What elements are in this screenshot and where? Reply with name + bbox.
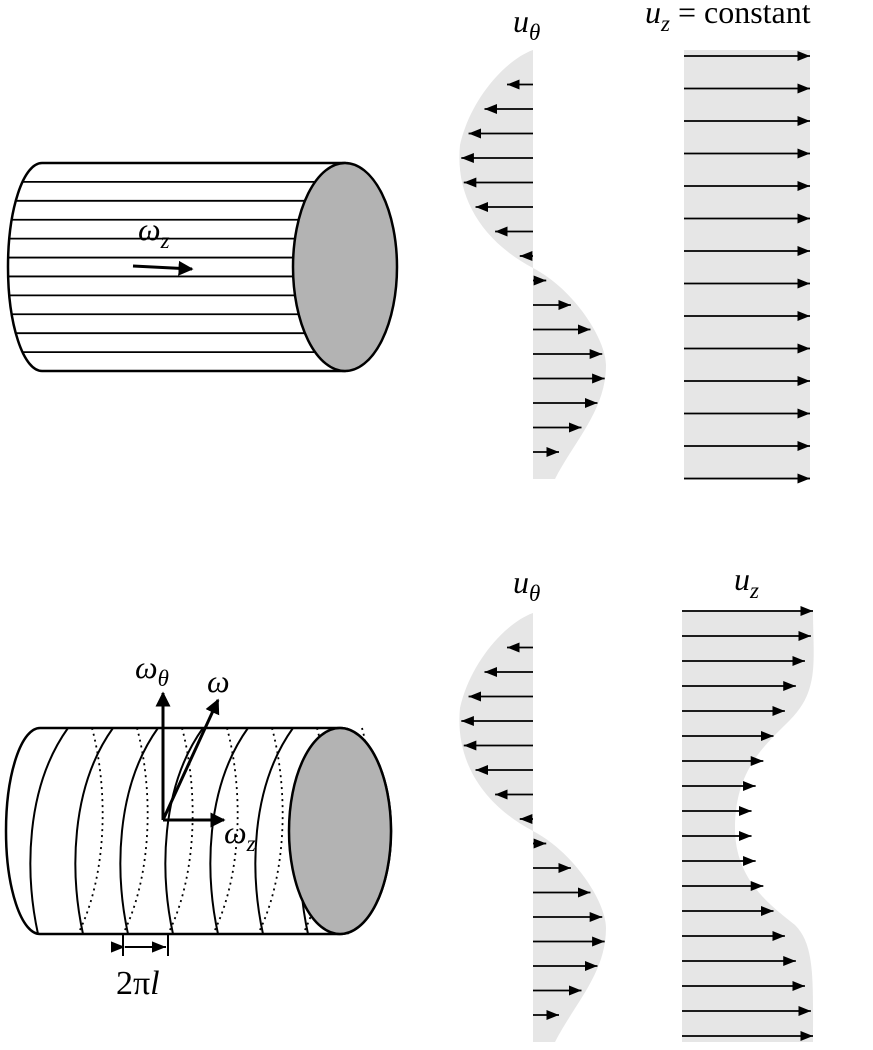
bottom-u-z-profile: uz xyxy=(682,561,814,1042)
helix-front-line xyxy=(164,727,204,935)
omega-theta-label: ωθ xyxy=(135,649,169,691)
omega-arrow xyxy=(161,698,220,821)
helix-front-line xyxy=(119,727,159,935)
omega-label: ω xyxy=(207,663,230,699)
helix-back-line xyxy=(77,727,104,935)
top-cylinder: ωz xyxy=(6,161,399,373)
helix-front-line xyxy=(254,727,294,935)
pitch-label: 2πl xyxy=(116,965,160,1002)
pitch-dimension: 2πl xyxy=(111,934,169,1002)
top-u-theta-profile: uθ xyxy=(459,3,606,479)
helix-front-line xyxy=(29,727,69,935)
helix-back-line xyxy=(122,727,149,935)
top-omega-z-label: ωz xyxy=(138,211,170,253)
helix-back-line xyxy=(257,727,284,935)
omega-z-label: ωz xyxy=(224,814,256,856)
bottom-panel: ωθ ω ωz 2πl uθ xyxy=(4,561,814,1042)
bottom-u-theta-profile: uθ xyxy=(459,564,606,1042)
top-u-z-profile: uz = constant xyxy=(645,0,811,484)
bottom-cylinder-end-cap xyxy=(287,726,393,936)
top-u-z-label: uz = constant xyxy=(645,0,811,36)
bottom-u-z-label: uz xyxy=(734,561,759,603)
helix-back-line xyxy=(212,727,239,935)
top-panel: ωz uθ uz = constant xyxy=(6,0,811,484)
helix-front-line xyxy=(209,727,249,935)
bottom-cylinder: ωθ ω ωz 2πl xyxy=(4,649,393,1002)
top-u-theta-label: uθ xyxy=(513,3,540,45)
top-omega-z-arrow xyxy=(132,260,194,276)
helix-front-line xyxy=(74,727,114,935)
helix-back-line xyxy=(167,727,194,935)
bottom-u-theta-label: uθ xyxy=(513,564,540,606)
top-cylinder-end-cap xyxy=(291,161,399,373)
